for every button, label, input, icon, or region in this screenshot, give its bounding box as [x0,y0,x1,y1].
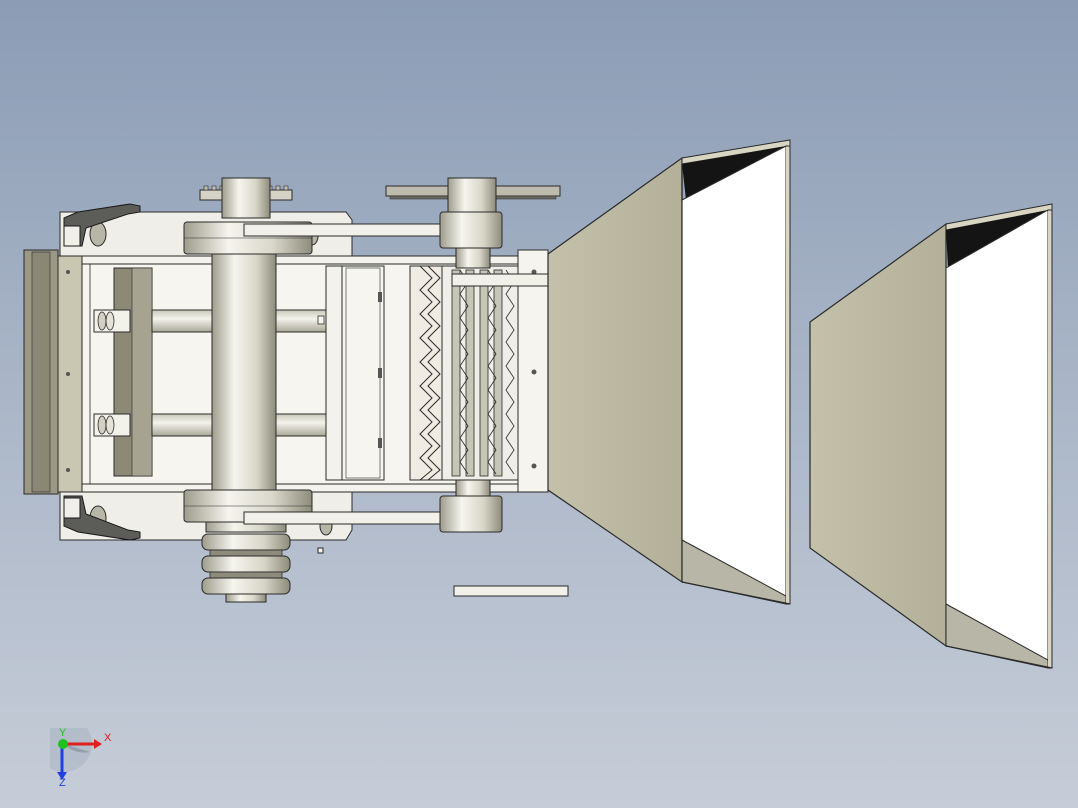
push-plate [325,265,343,481]
clamp-handle-top[interactable] [63,203,141,247]
main-drive-shaft-assembly[interactable] [183,177,313,603]
v-belt-pulley[interactable] [201,521,291,603]
cutter-disc-2 [465,269,475,477]
left-inner-plate [57,255,83,493]
cutter-disc-4 [493,269,503,477]
cutter-disc-3 [479,269,489,477]
loose-plate [453,585,569,597]
z-axis-label: Z [59,777,66,789]
drive-shaft [211,253,277,491]
cutter-disc-1 [451,269,461,477]
y-axis-dot [58,739,68,749]
detached-hopper-opening [945,209,1049,667]
serrated-plate [409,265,443,481]
small-nut [317,547,324,554]
cutter-section[interactable] [325,249,549,493]
triad-graphic [36,716,102,780]
tie-bar-bottom [243,511,455,525]
detached-hopper-side [809,222,947,648]
drive-sprocket-top [199,177,293,219]
x-axis-label: X [104,732,112,744]
orientation-triad[interactable]: X Y Z [36,716,120,798]
hopper-side-panel [547,156,683,584]
y-axis-label: Y [59,727,67,739]
feed-plate [341,265,385,481]
attached-hopper[interactable] [547,139,791,605]
cutter-upper-bearing [439,211,503,249]
hopper-opening [681,145,787,605]
tie-bar-top [243,223,455,237]
cutter-shaft-assembly[interactable] [385,177,569,597]
z-axis-arrow [57,772,67,780]
cutter-lower-bearing [439,495,503,533]
detached-hopper[interactable] [809,203,1053,669]
clamp-handle-bottom[interactable] [63,495,141,541]
serrated-edge-1 [419,265,433,481]
x-axis-arrow [94,739,102,749]
